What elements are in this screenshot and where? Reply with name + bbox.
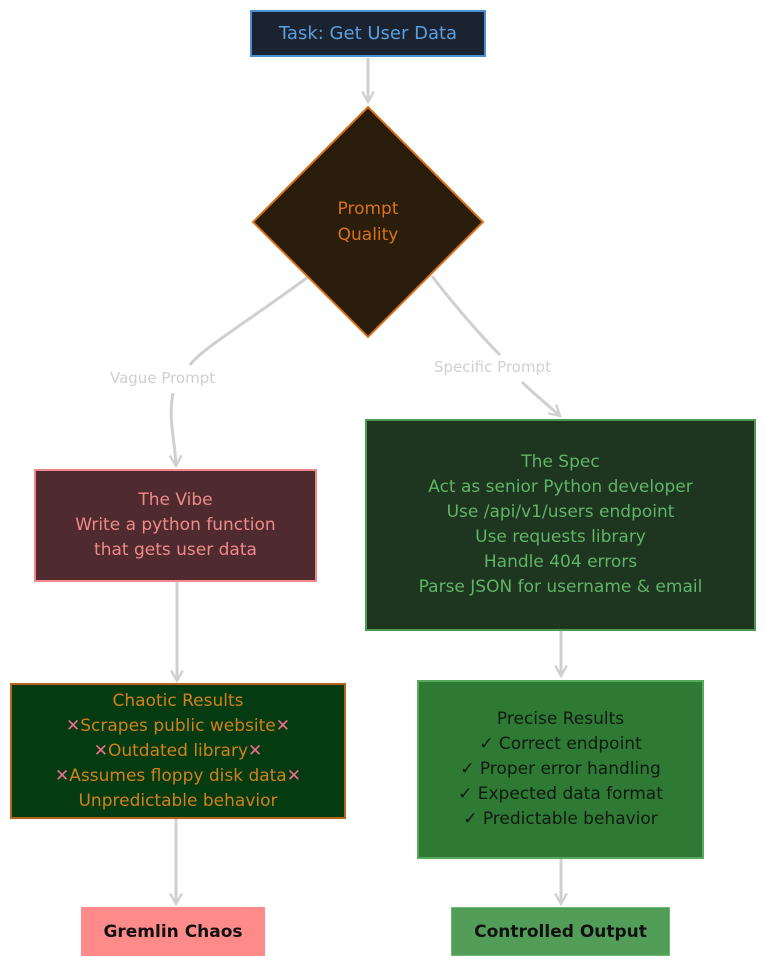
precise-item-2: ✓ Proper error handling bbox=[460, 759, 661, 779]
decision-label-line-1: Prompt bbox=[337, 199, 399, 219]
chaotic-item: ✕Outdated library✕ bbox=[94, 739, 263, 764]
chaotic-results-node[interactable]: Chaotic Results ✕Scrapes public website✕… bbox=[10, 683, 346, 819]
chaotic-item-text: Scrapes public website bbox=[80, 715, 276, 736]
chaotic-item-text: Outdated library bbox=[107, 740, 249, 761]
x-mark-icon: ✕ bbox=[286, 765, 301, 786]
chaotic-item-text: Assumes floppy disk data bbox=[69, 765, 287, 786]
task-label: Task: Get User Data bbox=[278, 23, 458, 44]
spec-line-1: Act as senior Python developer bbox=[428, 477, 693, 497]
vibe-title: The Vibe bbox=[138, 490, 213, 510]
task-node[interactable]: Task: Get User Data bbox=[250, 10, 486, 57]
gremlin-chaos-label: Gremlin Chaos bbox=[103, 921, 243, 942]
precise-title: Precise Results bbox=[496, 709, 625, 729]
chaotic-title: Chaotic Results bbox=[112, 690, 244, 711]
controlled-output-label: Controlled Output bbox=[474, 921, 647, 942]
x-mark-icon: ✕ bbox=[275, 715, 290, 736]
decision-diamond bbox=[251, 105, 485, 339]
spec-line-5: Parse JSON for username & email bbox=[418, 577, 703, 597]
chaotic-item: ✕Scrapes public website✕ bbox=[66, 714, 290, 739]
spec-line-3: Use requests library bbox=[475, 527, 646, 547]
x-mark-icon: ✕ bbox=[66, 715, 81, 736]
vibe-node[interactable]: The Vibe Write a python function that ge… bbox=[34, 469, 317, 582]
edge-decision-to-spec bbox=[430, 275, 560, 416]
chaotic-item-text: Unpredictable behavior bbox=[78, 790, 278, 811]
spec-title: The Spec bbox=[521, 452, 600, 472]
edge-label-specific-prompt: Specific Prompt bbox=[432, 358, 553, 376]
precise-results-node[interactable]: Precise Results ✓ Correct endpoint ✓ Pro… bbox=[417, 680, 704, 859]
x-mark-icon: ✕ bbox=[55, 765, 70, 786]
decision-node[interactable]: Prompt Quality bbox=[298, 190, 438, 254]
vibe-line-1: Write a python function bbox=[75, 515, 276, 535]
spec-line-2: Use /api/v1/users endpoint bbox=[446, 502, 675, 522]
edge-decision-to-vibe bbox=[171, 275, 309, 466]
precise-item-3: ✓ Expected data format bbox=[458, 784, 663, 804]
precise-item-4: ✓ Predictable behavior bbox=[463, 809, 658, 829]
chaotic-item: Unpredictable behavior bbox=[78, 789, 277, 814]
spec-line-4: Handle 404 errors bbox=[483, 552, 638, 572]
x-mark-icon: ✕ bbox=[93, 740, 108, 761]
decision-label-line-2: Quality bbox=[337, 225, 399, 245]
edge-label-vague-prompt: Vague Prompt bbox=[108, 369, 218, 387]
controlled-output-node[interactable]: Controlled Output bbox=[451, 907, 670, 956]
x-mark-icon: ✕ bbox=[248, 740, 263, 761]
spec-node[interactable]: The Spec Act as senior Python developer … bbox=[365, 419, 756, 631]
precise-item-1: ✓ Correct endpoint bbox=[479, 734, 642, 754]
chaotic-item: ✕Assumes floppy disk data✕ bbox=[55, 764, 301, 789]
gremlin-chaos-node[interactable]: Gremlin Chaos bbox=[81, 907, 265, 956]
vibe-line-2: that gets user data bbox=[94, 540, 257, 560]
